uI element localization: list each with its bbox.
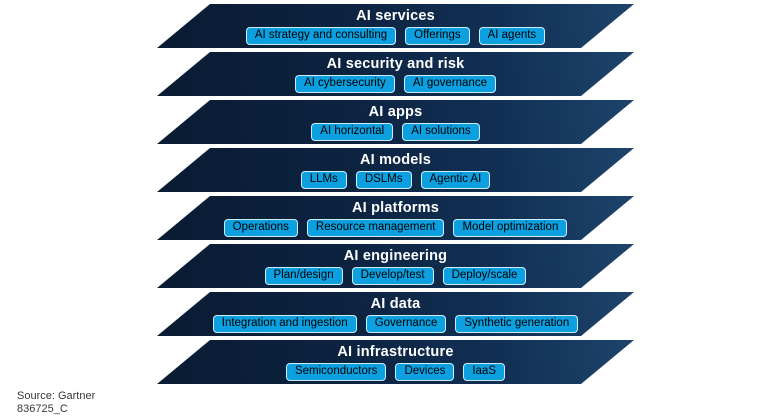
chip: Plan/design [265, 267, 343, 285]
chip: Operations [224, 219, 298, 237]
stack-layer: AI apps AI horizontal AI solutions [157, 100, 634, 144]
figure-id: 836725_C [17, 403, 68, 415]
layer-title: AI platforms [352, 199, 439, 216]
chip: Devices [395, 363, 454, 381]
layer-title: AI engineering [343, 247, 448, 264]
chip: LLMs [301, 171, 347, 189]
chip: Develop/test [352, 267, 434, 285]
chip-row: AI horizontal AI solutions [311, 123, 479, 141]
source-line: Source: Gartner [17, 390, 96, 402]
chip: Governance [366, 315, 447, 333]
layer-title: AI infrastructure [337, 343, 454, 360]
stack-layer: AI services AI strategy and consulting Off… [157, 4, 634, 48]
chip: AI agents [479, 27, 546, 45]
chip: Deploy/scale [443, 267, 527, 285]
chip: Integration and ingestion [213, 315, 357, 333]
chip-row: Semiconductors Devices IaaS [286, 363, 505, 381]
chip-row: Operations Resource management Model optim… [224, 219, 568, 237]
chip: Offerings [405, 27, 469, 45]
chip: AI governance [404, 75, 496, 93]
chip: Model optimization [453, 219, 567, 237]
source-note: Source: Gartner 836725_C [17, 390, 95, 416]
chip-row: AI cybersecurity AI governance [295, 75, 496, 93]
chip: DSLMs [356, 171, 412, 189]
layer-title: AI models [359, 151, 432, 168]
chip: AI solutions [402, 123, 479, 141]
chip-row: LLMs DSLMs Agentic AI [301, 171, 491, 189]
layer-title: AI services [356, 7, 435, 24]
stack-layer: AI security and risk AI cybersecurity AI g… [157, 52, 634, 96]
chip: AI strategy and consulting [246, 27, 396, 45]
chip: IaaS [463, 363, 505, 381]
chip: AI cybersecurity [295, 75, 395, 93]
chip: Agentic AI [421, 171, 491, 189]
chip: Resource management [307, 219, 445, 237]
chip: Semiconductors [286, 363, 386, 381]
layer-title: AI data [370, 295, 421, 312]
layer-title: AI security and risk [326, 55, 465, 72]
chip-row: AI strategy and consulting Offerings AI ag… [246, 27, 545, 45]
chip: AI horizontal [311, 123, 393, 141]
layer-title: AI apps [368, 103, 423, 120]
chip-row: Plan/design Develop/test Deploy/scale [265, 267, 527, 285]
chip-row: Integration and ingestion Governance Synth… [213, 315, 578, 333]
chip: Synthetic generation [455, 315, 578, 333]
